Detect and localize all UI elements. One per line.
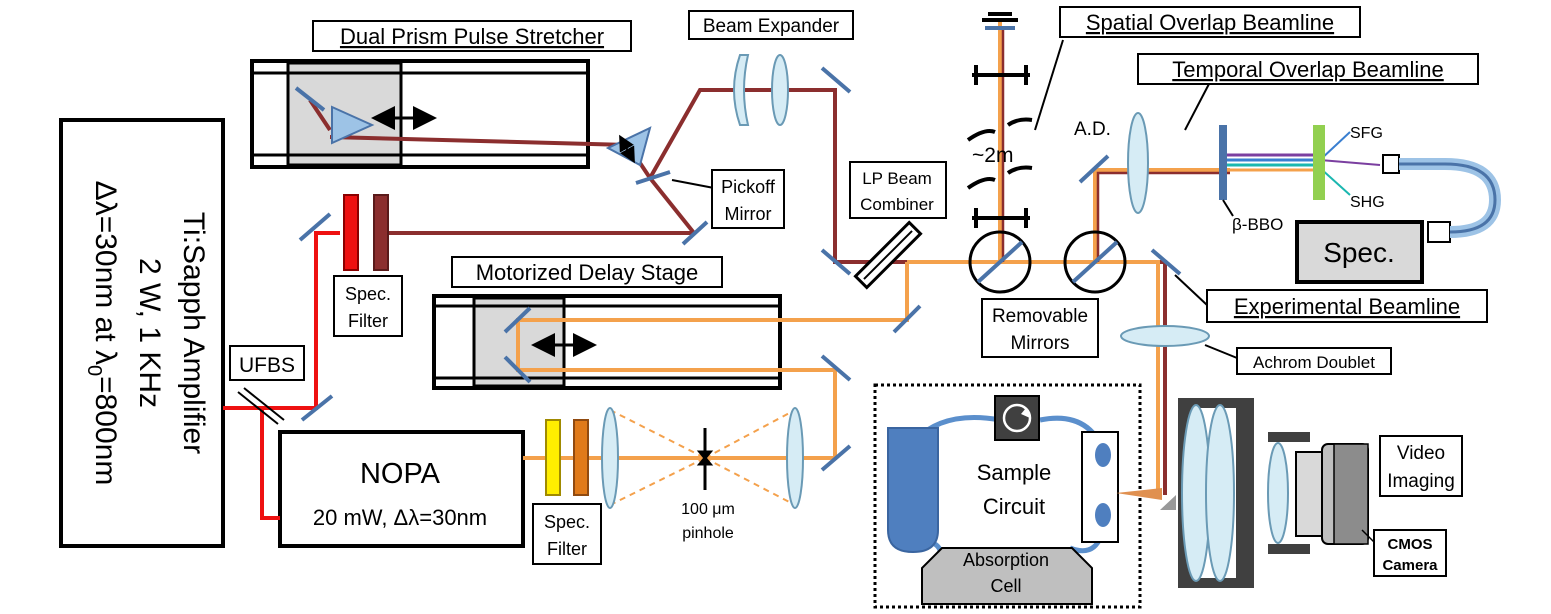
absorption-cell-line2: Cell: [990, 576, 1021, 596]
spec-filter-bottom: [545, 419, 589, 496]
laser-bandwidth-sub: 0: [83, 365, 105, 376]
laser-bandwidth-suffix: =800nm: [89, 376, 122, 485]
spec-filter-top-label-box: [333, 275, 403, 337]
pulse-stretcher-label: Dual Prism Pulse Stretcher: [340, 24, 604, 49]
removable-mirrors-line2: Mirrors: [1010, 333, 1069, 354]
distance-label: ~2m: [972, 144, 1013, 167]
delay-stage-label-box: [451, 256, 723, 288]
mirror-set: [294, 26, 1182, 472]
laser-bandwidth: Δλ=30nm at λ0=800nm: [83, 181, 122, 486]
fiber-coupler-spec: [1427, 221, 1451, 243]
sample-circuit-enclosure: [873, 383, 1142, 609]
spec-filter-top-line2: Filter: [348, 311, 388, 331]
spec-filter-top: [343, 194, 389, 271]
laser-bandwidth-prefix: Δλ=30nm at λ: [89, 181, 122, 365]
nopa-title: NOPA: [360, 458, 441, 490]
nopa-spec: 20 mW, Δλ=30nm: [313, 505, 487, 530]
pickoff-mirror-line2: Mirror: [725, 204, 772, 224]
lens-set: [601, 54, 1210, 509]
ufbs-label-box: [229, 345, 305, 381]
video-imaging-line1: Video: [1397, 443, 1445, 464]
absorption-cell: [921, 547, 1093, 605]
lp-combiner-line2: Combiner: [860, 195, 934, 214]
temporal-overlap-label: Temporal Overlap Beamline: [1172, 57, 1443, 82]
spectrometer-label: Spec.: [1323, 237, 1395, 268]
pickoff-mirror-label-box: [711, 169, 785, 229]
achrom-doublet-label: Achrom Doublet: [1253, 353, 1375, 372]
video-imaging-label-box: [1379, 435, 1463, 497]
delay-stage-label: Motorized Delay Stage: [476, 260, 699, 285]
cmos-camera-line2: Camera: [1382, 557, 1438, 574]
achrom-doublet-label-box: [1236, 347, 1392, 375]
ufbs-beamsplitter: [237, 387, 285, 425]
fiber-coupler-top: [1382, 154, 1400, 174]
bbo-crystal: [1219, 125, 1227, 200]
sfg-filter: [1313, 125, 1325, 200]
lp-beam-combiner: [853, 220, 923, 290]
spec-filter-bottom-line1: Spec.: [544, 512, 590, 532]
spec-filter-bottom-label-box: [532, 503, 602, 565]
beam-expander-label: Beam Expander: [703, 16, 840, 37]
laser-name: Ti:Sapph Amplifier: [177, 212, 210, 454]
experimental-beamline-label-box: [1206, 289, 1488, 323]
spec-filter-top-line1: Spec.: [345, 284, 391, 304]
prism-pair: [331, 105, 652, 167]
cmos-camera-label-box: [1373, 529, 1447, 577]
lp-combiner-label-box: [849, 161, 947, 219]
pinhole-line2: pinhole: [682, 525, 734, 542]
laser-power: 2 W, 1 KHz: [133, 258, 166, 408]
removable-mirrors: [968, 230, 1127, 294]
absorption-cell-line1: Absorption: [963, 550, 1049, 570]
sample-circuit-line1: Sample: [977, 460, 1052, 485]
nopa-box: [278, 430, 525, 548]
sample-circuit-line2: Circuit: [983, 494, 1045, 519]
sfg-shg-beams: [1225, 131, 1381, 196]
shg-label: SHG: [1350, 194, 1385, 211]
spatial-overlap-label-box: [1059, 6, 1361, 38]
beam-expander-label-box: [688, 10, 854, 40]
video-imaging-line2: Imaging: [1387, 471, 1455, 492]
pump: [994, 395, 1040, 441]
pinhole-focus-rays: [609, 409, 796, 506]
pinhole: [696, 428, 714, 490]
removable-mirrors-label-box: [981, 298, 1099, 358]
cmos-camera: [1321, 443, 1369, 545]
focus-cone: [1116, 488, 1162, 500]
laser-box: [59, 118, 225, 548]
lp-combiner-line1: LP Beam: [862, 169, 932, 188]
temporal-overlap-label-box: [1137, 53, 1479, 85]
spectrometer-box: [1295, 220, 1424, 284]
imaging-objective: [1160, 398, 1327, 588]
pickoff-mirror-line1: Pickoff: [721, 177, 776, 197]
ad-label: A.D.: [1074, 119, 1111, 140]
experimental-beamline-label: Experimental Beamline: [1234, 294, 1460, 319]
pulse-stretcher-label-box: [312, 20, 632, 52]
cmos-camera-line1: CMOS: [1388, 536, 1433, 553]
sample-reservoir: [887, 427, 939, 554]
maroon-beam: [308, 88, 1167, 495]
ufbs-label: UFBS: [239, 354, 295, 377]
spec-filter-bottom-line2: Filter: [547, 539, 587, 559]
sfg-label: SFG: [1350, 125, 1383, 142]
bbo-label: β-BBO: [1232, 215, 1283, 234]
removable-mirrors-line1: Removable: [992, 306, 1088, 327]
spatial-overlap-irises: [966, 12, 1033, 228]
spatial-overlap-label: Spatial Overlap Beamline: [1086, 10, 1334, 35]
pinhole-line1: 100 μm: [681, 501, 735, 518]
